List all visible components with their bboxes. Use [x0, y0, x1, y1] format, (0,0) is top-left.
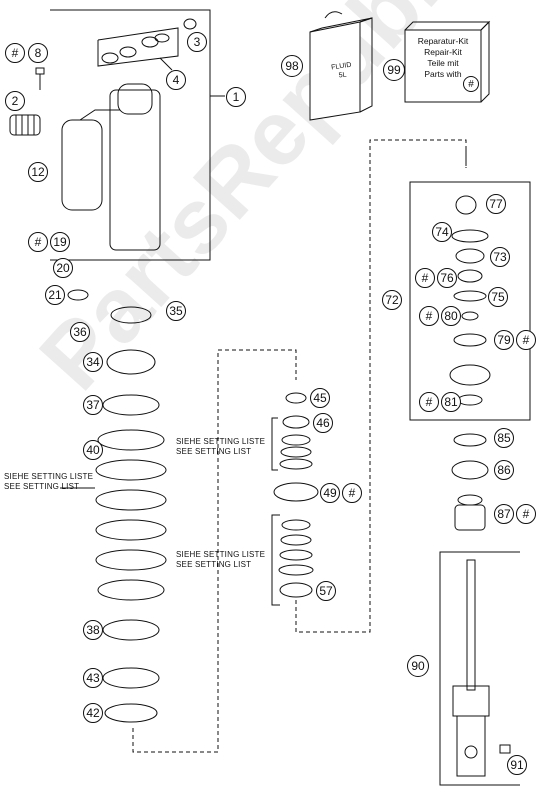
callout-34: 34 [83, 352, 103, 372]
repair-kit-line1: Reparatur-Kit [417, 36, 469, 46]
part-34 [106, 349, 156, 375]
leader-4 [159, 57, 173, 71]
group-bracket-90 [439, 551, 520, 786]
part-21 [67, 289, 89, 301]
callout-21: 21 [45, 285, 65, 305]
setting-note-3-en: SEE SETTING LIST [176, 560, 252, 569]
callout-57: 57 [316, 581, 336, 601]
seal-group-box [97, 27, 179, 67]
callout-hash-79: # [516, 330, 536, 350]
callout-4: 4 [166, 70, 186, 90]
shock-body [61, 83, 161, 251]
callout-49: 49 [320, 483, 340, 503]
routing-line-2 [295, 139, 467, 633]
repair-kit-symbol: # [463, 76, 479, 92]
callout-hash-8: # [5, 43, 25, 63]
callout-45: 45 [310, 388, 330, 408]
callout-36: 36 [70, 322, 90, 342]
callout-85: 85 [494, 428, 514, 448]
valve-parts [449, 195, 491, 406]
callout-20: 20 [53, 258, 73, 278]
repair-kit-line4-row: Parts with [405, 69, 481, 80]
callout-43: 43 [83, 668, 103, 688]
callout-72: 72 [382, 290, 402, 310]
callout-37: 37 [83, 395, 103, 415]
callout-86: 86 [494, 460, 514, 480]
routing-line [132, 349, 297, 753]
callout-1: 1 [226, 87, 246, 107]
callout-2: 2 [5, 91, 25, 111]
part-45 [285, 392, 307, 404]
group-box-72 [409, 181, 531, 421]
callout-75: 75 [488, 287, 508, 307]
repair-kit-box [404, 20, 491, 103]
callout-19: 19 [50, 232, 70, 252]
repair-kit-text: Reparatur-Kit Repair-Kit Teile mit Parts… [405, 36, 481, 80]
bracket-shims-1 [271, 417, 278, 471]
callout-99: 99 [383, 59, 405, 81]
callout-3: 3 [187, 32, 207, 52]
part-49 [273, 482, 319, 502]
part-8 [35, 67, 45, 90]
callout-73: 73 [490, 247, 510, 267]
fluid-can [309, 11, 373, 121]
callout-hash-19: # [28, 232, 48, 252]
part-46 [282, 415, 310, 429]
callout-12: 12 [28, 162, 48, 182]
part-87 [454, 494, 486, 531]
part-38 [102, 619, 160, 641]
part-91 [499, 744, 511, 754]
setting-note-2-en: SEE SETTING LIST [4, 482, 80, 491]
callout-8: 8 [28, 43, 48, 63]
callout-87: 87 [494, 504, 514, 524]
callout-80: 80 [441, 306, 461, 326]
setting-note-1: SIEHE SETTING LISTE SEE SETTING LIST [176, 437, 265, 457]
part-43 [102, 667, 160, 689]
repair-kit-line4: Parts with [424, 69, 462, 79]
callout-hash-81: # [419, 392, 439, 412]
callout-hash-87: # [516, 504, 536, 524]
part-35 [110, 306, 152, 324]
part-57 [279, 582, 313, 598]
group-bracket-shock [50, 9, 211, 261]
part-37 [102, 394, 160, 416]
part-3 [183, 18, 197, 30]
callout-38: 38 [83, 620, 103, 640]
callout-35: 35 [166, 301, 186, 321]
setting-note-2: SIEHE SETTING LISTE SEE SETTING LIST [4, 472, 93, 492]
seal-rings [101, 33, 170, 64]
callout-77: 77 [486, 194, 506, 214]
callout-76: 76 [437, 268, 457, 288]
callout-hash-76: # [415, 268, 435, 288]
callout-98: 98 [281, 55, 303, 77]
piston-rod [452, 559, 490, 777]
shim-stack-2 [278, 519, 314, 576]
spring-40 [95, 429, 167, 601]
setting-note-3-de: SIEHE SETTING LISTE [176, 550, 266, 559]
callout-40: 40 [83, 440, 103, 460]
shim-stack-1 [279, 434, 313, 470]
setting-note-1-en: SEE SETTING LIST [176, 447, 252, 456]
part-85 [453, 433, 487, 447]
callout-81: 81 [441, 392, 461, 412]
repair-kit-line2: Repair-Kit [424, 47, 462, 57]
bracket-shims-2 [271, 514, 280, 606]
part-42 [104, 703, 158, 723]
callout-hash-80: # [419, 306, 439, 326]
adjuster-2 [9, 114, 41, 136]
callout-91: 91 [507, 755, 527, 775]
setting-note-2-de: SIEHE SETTING LISTE [4, 472, 94, 481]
callout-46: 46 [313, 413, 333, 433]
part-86 [451, 460, 489, 480]
callout-79: 79 [494, 330, 514, 350]
callout-90: 90 [407, 655, 429, 677]
callout-hash-49: # [342, 483, 362, 503]
repair-kit-line3: Teile mit [427, 58, 459, 68]
setting-note-3: SIEHE SETTING LISTE SEE SETTING LIST [176, 550, 265, 570]
callout-74: 74 [432, 222, 452, 242]
setting-note-1-de: SIEHE SETTING LISTE [176, 437, 266, 446]
callout-42: 42 [83, 703, 103, 723]
